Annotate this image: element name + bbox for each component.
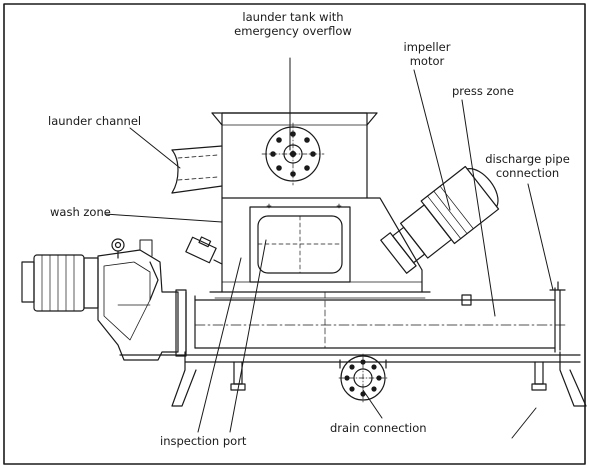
support-feet: [230, 361, 547, 391]
sensor-unit: [185, 236, 223, 265]
label-wash-zone: wash zone: [50, 205, 111, 219]
label-press-zone: press zone: [452, 84, 514, 98]
gearbox: [97, 239, 187, 361]
leader-lines: [104, 57, 554, 439]
label-inspection-port: inspection port: [160, 434, 247, 448]
lifting-eye: [111, 238, 125, 259]
launder-channel-duct: [171, 145, 223, 194]
label-launder-tank: launder tank with emergency overflow: [234, 10, 352, 38]
wash-zone-housing: [209, 197, 431, 299]
impeller-motor: [380, 165, 500, 274]
label-drain-connection: drain connection: [330, 421, 427, 435]
label-launder-channel: launder channel: [48, 114, 142, 128]
drive-motor: [21, 254, 99, 312]
launder-tank: [211, 112, 378, 199]
drain-flange: [338, 353, 388, 403]
base-frame: [119, 351, 587, 407]
label-discharge-pipe: discharge pipe connection: [485, 152, 570, 180]
drawing-frame: [3, 3, 586, 465]
label-impeller-motor: impeller motor: [403, 40, 451, 68]
overflow-flange: [261, 122, 325, 186]
